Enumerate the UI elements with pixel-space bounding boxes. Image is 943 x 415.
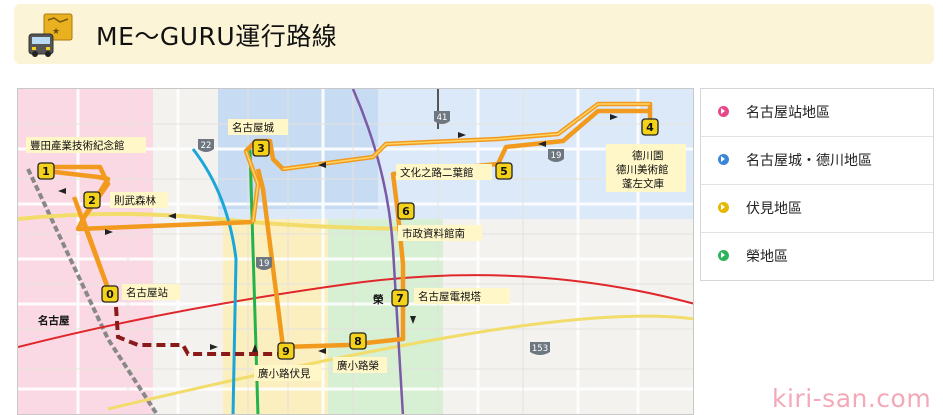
- watermark: kiri-san.com: [772, 384, 932, 413]
- stop-marker-5[interactable]: 5: [495, 162, 513, 180]
- area-item-sakae[interactable]: 榮地區: [701, 233, 933, 281]
- stop-marker-9[interactable]: 9: [277, 342, 295, 360]
- bus-map-icon: ★: [28, 13, 73, 57]
- svg-text:3: 3: [257, 142, 265, 155]
- svg-text:4: 4: [646, 121, 654, 134]
- stop-marker-8[interactable]: 8: [349, 332, 367, 350]
- stop-marker-4[interactable]: 4: [641, 118, 659, 136]
- svg-text:22: 22: [201, 141, 212, 151]
- svg-text:2: 2: [88, 194, 96, 207]
- route-map-svg: 22 41 19 19 153 名古屋 榮 豐田產業技術: [18, 89, 693, 414]
- svg-text:41: 41: [437, 113, 448, 123]
- place-label-nagoya: 名古屋: [38, 314, 70, 327]
- stop-name-6: 市政資料館南: [402, 227, 465, 240]
- arrow-circle-icon: [718, 250, 729, 261]
- road-shield-22: 22: [198, 139, 214, 152]
- svg-text:153: 153: [532, 344, 548, 354]
- stop-marker-0[interactable]: 0: [101, 285, 119, 303]
- road-shield-41: 41: [434, 111, 450, 124]
- page-title: ME～GURU運行路線: [96, 22, 338, 51]
- arrow-circle-icon: [718, 202, 729, 213]
- svg-text:9: 9: [282, 345, 290, 358]
- stop-marker-1[interactable]: 1: [37, 162, 55, 180]
- svg-text:1: 1: [42, 165, 50, 178]
- stop-marker-7[interactable]: 7: [391, 289, 409, 307]
- route-map[interactable]: 22 41 19 19 153 名古屋 榮 豐田產業技術: [17, 88, 694, 415]
- stop-marker-3[interactable]: 3: [252, 139, 270, 157]
- stop-name-2: 則武森林: [114, 194, 156, 207]
- road-shield-19-south: 19: [256, 257, 272, 270]
- stop-name-7: 名古屋電視塔: [418, 290, 481, 303]
- stop-name-4: 德川園 德川美術館 蓬左文庫: [616, 149, 672, 190]
- area-item-nagoya-station[interactable]: 名古屋站地區: [701, 89, 933, 137]
- stop-marker-6[interactable]: 6: [397, 202, 415, 220]
- svg-text:★: ★: [52, 27, 60, 37]
- area-item-fushimi[interactable]: 伏見地區: [701, 185, 933, 233]
- area-item-nagoya-castle-tokugawa[interactable]: 名古屋城・德川地區: [701, 137, 933, 185]
- area-list: 名古屋站地區 名古屋城・德川地區 伏見地區 榮地區: [700, 88, 934, 281]
- svg-text:6: 6: [402, 205, 410, 218]
- arrow-circle-icon: [718, 106, 729, 117]
- road-shield-153: 153: [530, 342, 550, 355]
- stop-name-1: 豐田產業技術紀念館: [30, 139, 125, 152]
- stop-name-8: 廣小路榮: [337, 359, 379, 372]
- stop-name-9: 廣小路伏見: [258, 367, 311, 380]
- road-shield-19-north: 19: [548, 149, 564, 162]
- stop-marker-2[interactable]: 2: [83, 191, 101, 209]
- stop-name-0: 名古屋站: [126, 286, 168, 299]
- svg-text:5: 5: [500, 165, 508, 178]
- stop-name-3: 名古屋城: [232, 121, 274, 134]
- stop-name-5: 文化之路二葉館: [400, 166, 474, 179]
- svg-text:19: 19: [259, 259, 270, 269]
- page-header: ★ ME～GURU運行路線: [14, 4, 934, 64]
- svg-text:8: 8: [354, 335, 362, 348]
- place-label-sakae: 榮: [372, 293, 384, 306]
- svg-text:7: 7: [396, 292, 404, 305]
- svg-text:19: 19: [551, 151, 562, 161]
- svg-text:0: 0: [106, 288, 114, 301]
- arrow-circle-icon: [718, 154, 729, 165]
